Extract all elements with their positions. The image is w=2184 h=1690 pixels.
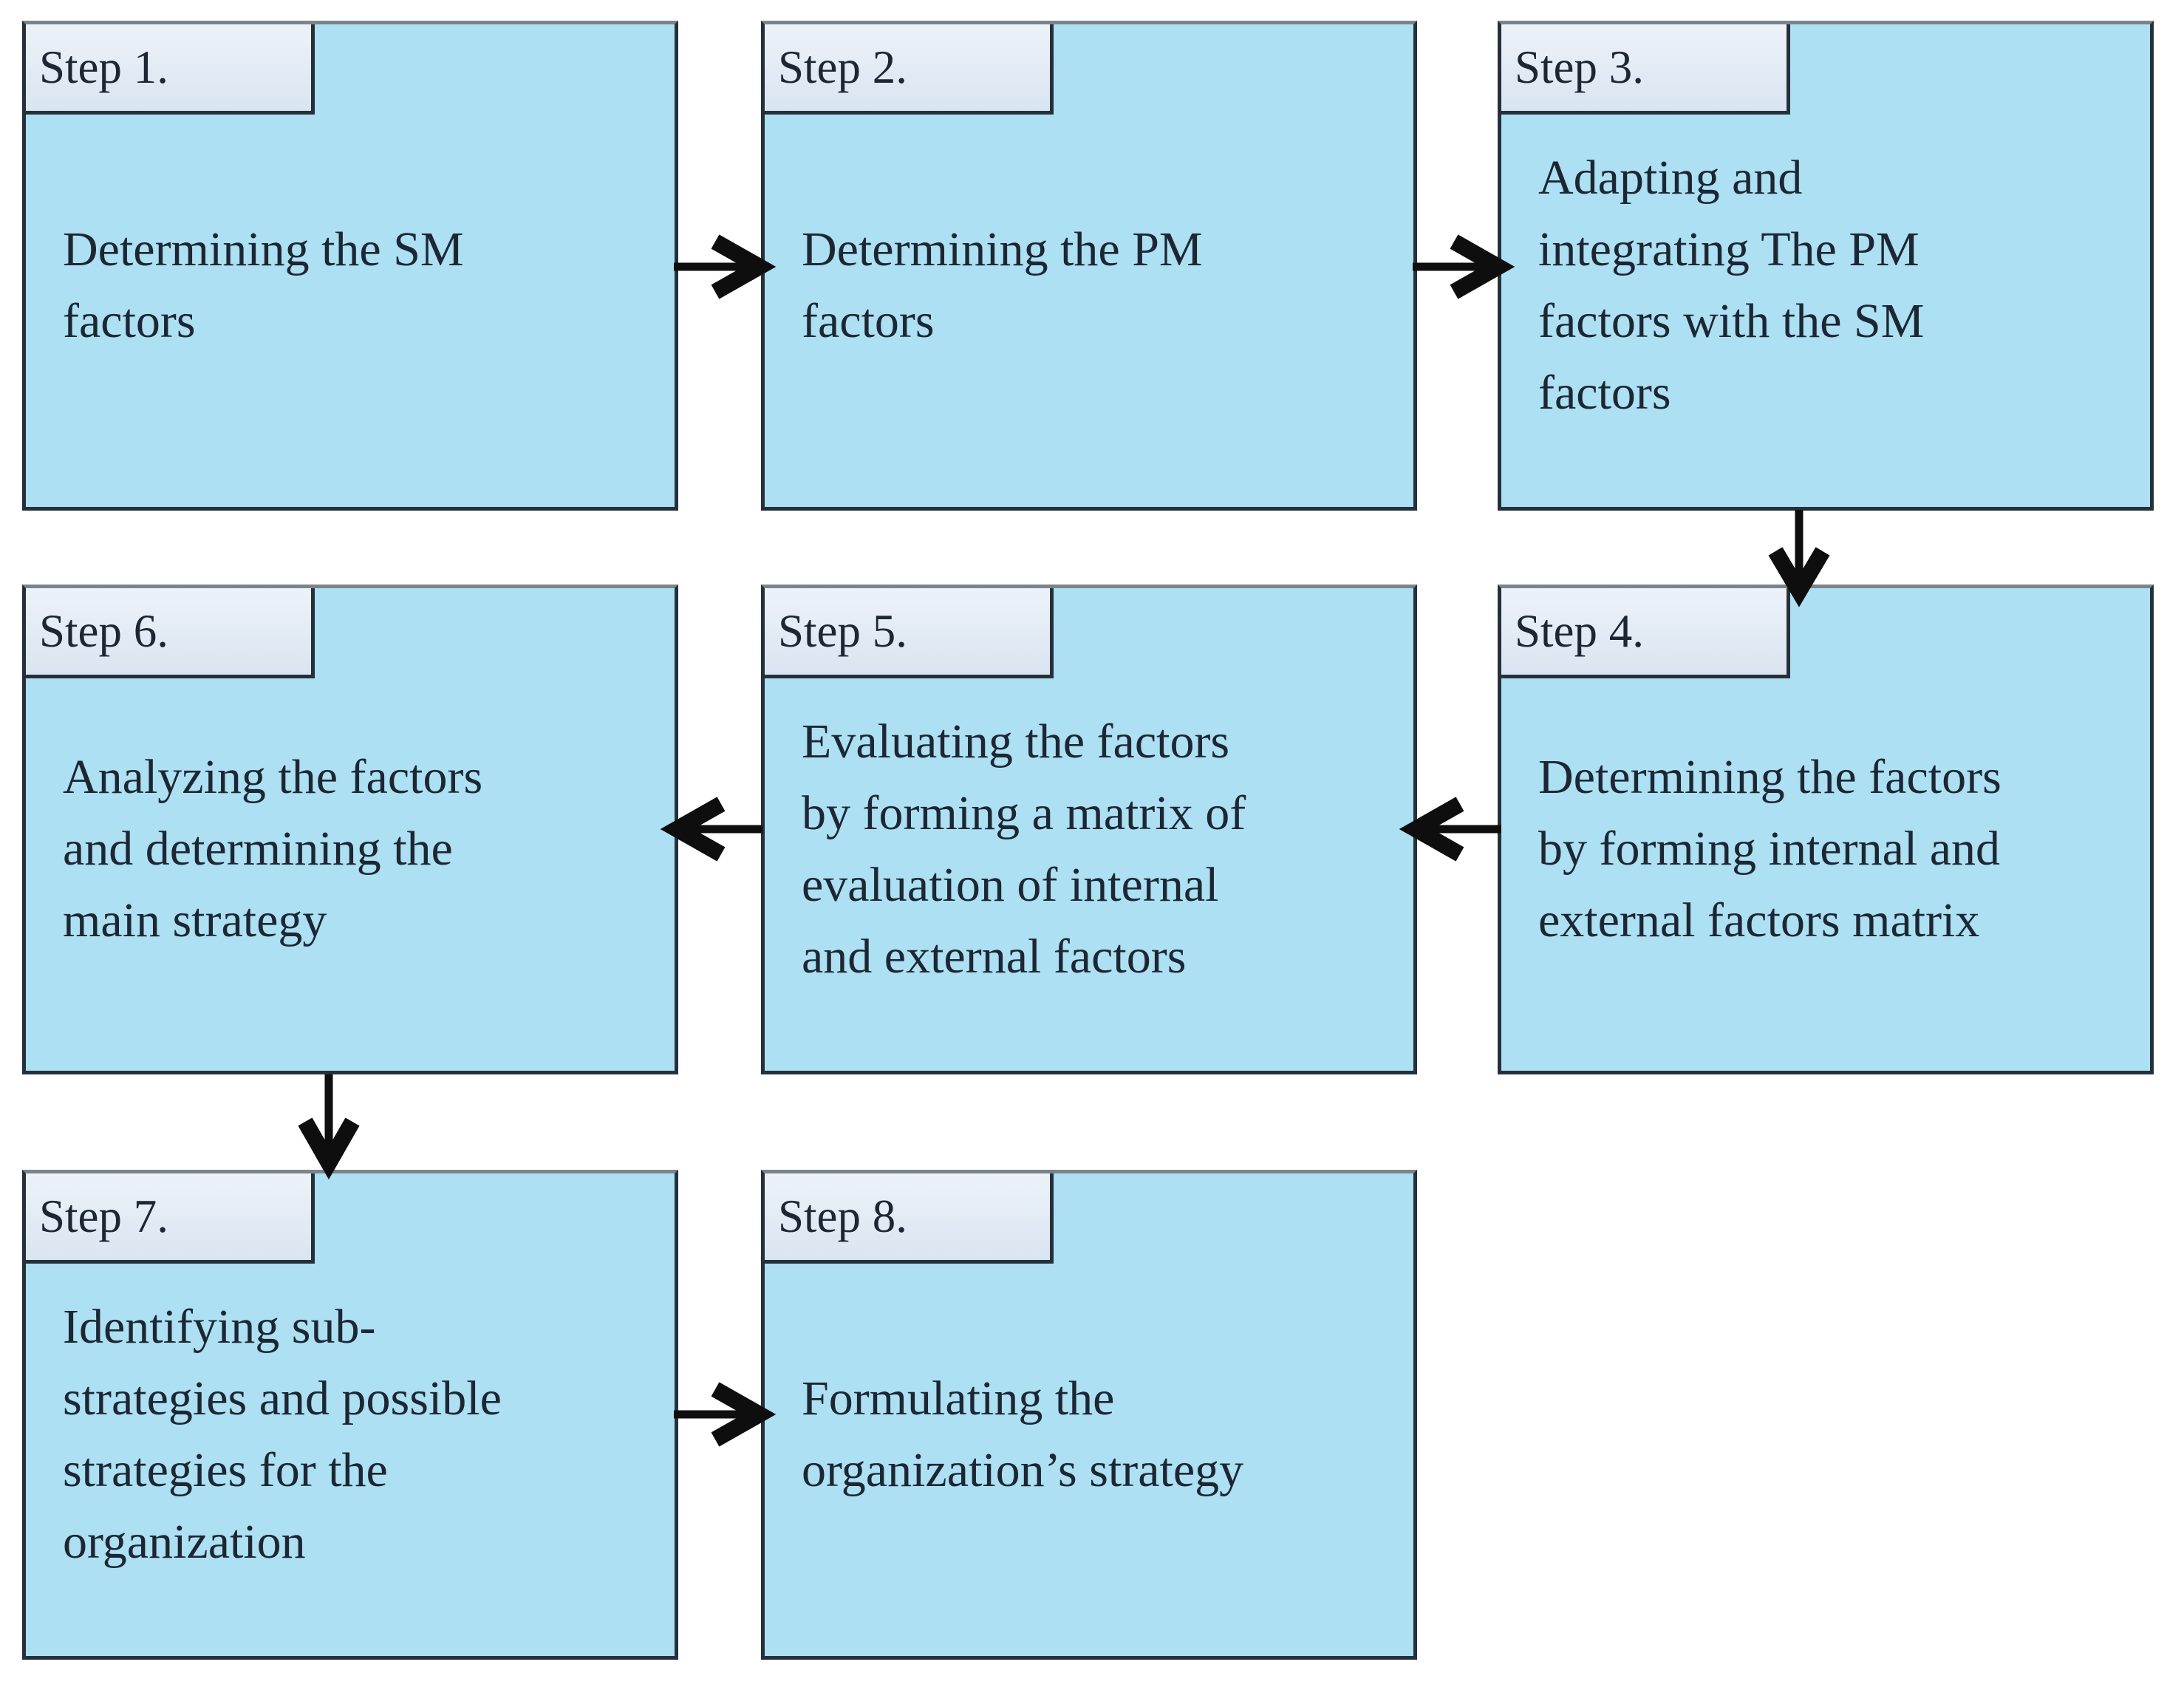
step-5-tab-label: Step 5. bbox=[778, 605, 908, 657]
step-2-text: Determining the PM factors bbox=[802, 222, 1203, 348]
step-box-8: Step 8. Formulating the organization’s s… bbox=[761, 1170, 1417, 1660]
step-2-tab: Step 2. bbox=[765, 24, 1054, 115]
step-box-5: Step 5. Evaluating the factors by formin… bbox=[761, 585, 1417, 1074]
step-4-tab: Step 4. bbox=[1501, 588, 1790, 678]
step-2-body: Determining the PM factors bbox=[765, 115, 1413, 507]
step-5-tab: Step 5. bbox=[765, 588, 1054, 678]
step-6-body: Analyzing the factors and determining th… bbox=[26, 678, 675, 1071]
arrow-step1-to-step2-right-icon bbox=[674, 234, 777, 299]
arrow-step4-to-step5-left-icon bbox=[1399, 797, 1501, 862]
step-8-text: Formulating the organization’s strategy bbox=[802, 1371, 1244, 1497]
step-3-tab-label: Step 3. bbox=[1515, 41, 1645, 93]
step-7-text: Identifying sub- strategies and possible… bbox=[63, 1299, 502, 1569]
step-7-tab-label: Step 7. bbox=[39, 1190, 169, 1242]
step-3-body: Adapting and integrating The PM factors … bbox=[1501, 115, 2150, 507]
arrow-step3-to-step4-down-icon bbox=[1768, 510, 1830, 607]
step-5-text: Evaluating the factors by forming a matr… bbox=[802, 714, 1246, 984]
step-box-2: Step 2. Determining the PM factors bbox=[761, 21, 1417, 511]
step-box-4: Step 4. Determining the factors by formi… bbox=[1498, 585, 2154, 1074]
step-box-7: Step 7. Identifying sub- strategies and … bbox=[22, 1170, 678, 1660]
step-3-text: Adapting and integrating The PM factors … bbox=[1538, 150, 1925, 420]
step-3-tab: Step 3. bbox=[1501, 24, 1790, 115]
step-box-6: Step 6. Analyzing the factors and determ… bbox=[22, 585, 678, 1074]
step-1-text: Determining the SM factors bbox=[63, 222, 464, 348]
step-1-tab: Step 1. bbox=[26, 24, 315, 115]
step-box-1: Step 1. Determining the SM factors bbox=[22, 21, 678, 511]
step-4-tab-label: Step 4. bbox=[1515, 605, 1645, 657]
arrow-step6-to-step7-down-icon bbox=[298, 1074, 360, 1180]
step-8-tab-label: Step 8. bbox=[778, 1190, 908, 1242]
step-7-body: Identifying sub- strategies and possible… bbox=[26, 1264, 675, 1656]
step-4-body: Determining the factors by forming inter… bbox=[1501, 678, 2150, 1071]
step-6-tab-label: Step 6. bbox=[39, 605, 169, 657]
step-1-tab-label: Step 1. bbox=[39, 41, 169, 93]
step-8-body: Formulating the organization’s strategy bbox=[765, 1264, 1413, 1656]
arrow-step5-to-step6-left-icon bbox=[660, 797, 762, 862]
step-1-body: Determining the SM factors bbox=[26, 115, 675, 507]
step-7-tab: Step 7. bbox=[26, 1173, 315, 1264]
arrow-step2-to-step3-right-icon bbox=[1413, 234, 1515, 299]
step-6-tab: Step 6. bbox=[26, 588, 315, 678]
step-box-3: Step 3. Adapting and integrating The PM … bbox=[1498, 21, 2154, 511]
step-6-text: Analyzing the factors and determining th… bbox=[63, 750, 483, 947]
arrow-step7-to-step8-right-icon bbox=[674, 1382, 777, 1447]
step-4-text: Determining the factors by forming inter… bbox=[1538, 750, 2002, 947]
step-2-tab-label: Step 2. bbox=[778, 41, 908, 93]
step-8-tab: Step 8. bbox=[765, 1173, 1054, 1264]
step-5-body: Evaluating the factors by forming a matr… bbox=[765, 678, 1413, 1071]
